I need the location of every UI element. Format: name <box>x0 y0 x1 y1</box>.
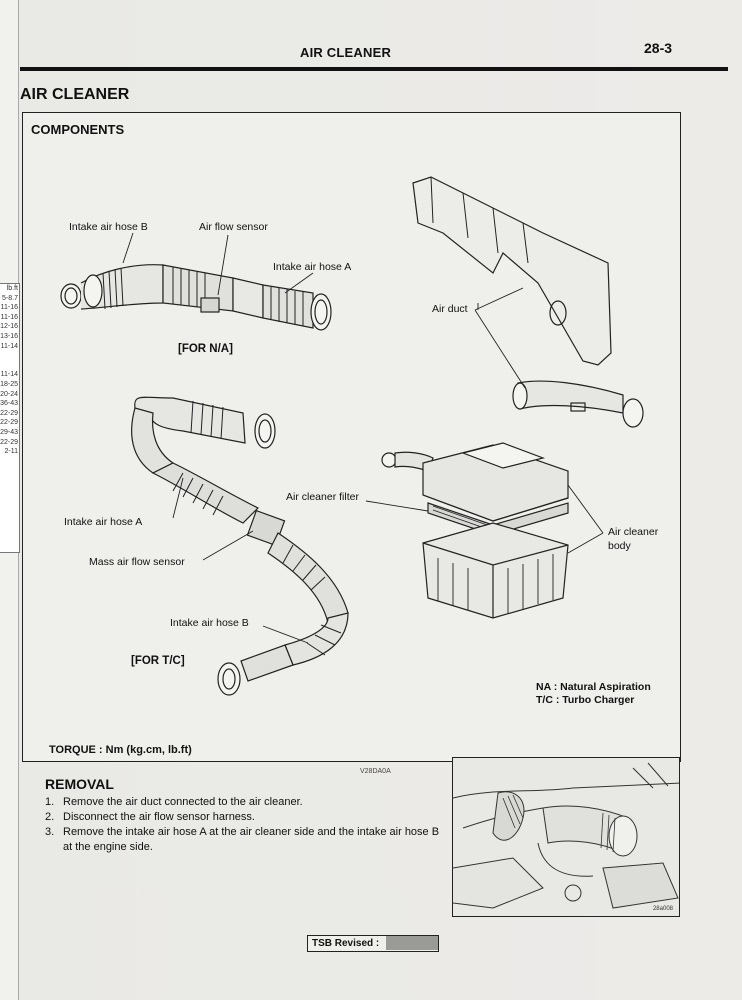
tab-strip-line: 2-11 <box>4 448 19 456</box>
photo-code: 28a008 <box>652 906 673 912</box>
removal-step: 1.Remove the air duct connected to the a… <box>45 796 303 808</box>
abbreviation-na: NA : Natural Aspiration <box>536 681 651 693</box>
tab-strip-line: 11-16 <box>0 304 18 312</box>
label-intake-hose-a-tc: Intake air hose A <box>64 516 143 528</box>
engine-bay-photo: 28a008 <box>452 757 680 917</box>
air-duct <box>412 176 644 428</box>
tsb-label: TSB Revised : <box>312 938 380 949</box>
removal-title: REMOVAL <box>45 776 114 792</box>
components-figure: COMPONENTS <box>22 112 681 762</box>
torque-note: TORQUE : Nm (kg.cm, lb.ft) <box>49 744 192 756</box>
tab-strip-line: 11-14 <box>0 342 18 350</box>
header-rule <box>20 67 728 71</box>
tab-strip-line: 12-16 <box>0 323 18 331</box>
label-air-cleaner-body: Air cleaner body <box>608 526 659 552</box>
tab-strip-line: 22-29 <box>0 438 18 446</box>
tab-strip-line: 22-29 <box>0 419 18 427</box>
leader-lines <box>122 232 604 644</box>
tab-strip-line <box>0 361 18 371</box>
label-air-flow-sensor: Air flow sensor <box>199 221 268 233</box>
label-intake-hose-b-tc: Intake air hose B <box>170 617 249 629</box>
section-title: AIR CLEANER <box>20 86 130 103</box>
tab-strip-line: 5-8.7 <box>2 294 18 302</box>
air-cleaner-exploded-diagram <box>60 176 644 696</box>
components-title: COMPONENTS <box>31 122 125 137</box>
na-hose-assembly <box>60 264 332 331</box>
tab-strip-line: 13-16 <box>0 332 18 340</box>
label-air-cleaner-filter: Air cleaner filter <box>286 491 359 503</box>
tsb-revised-fill <box>386 936 438 950</box>
label-for-tc: [FOR T/C] <box>131 655 185 667</box>
tab-strip-line: 11-14 <box>0 371 18 379</box>
label-mass-air-flow-sensor: Mass air flow sensor <box>89 556 185 568</box>
label-intake-hose-a-na: Intake air hose A <box>273 261 352 273</box>
label-air-duct: Air duct <box>432 303 468 315</box>
removal-steps: 1.Remove the air duct connected to the a… <box>45 795 445 855</box>
tab-strip-line: 18-25 <box>0 380 18 388</box>
engine-bay-illustration <box>453 762 679 909</box>
running-title: AIR CLEANER <box>300 45 392 60</box>
tab-strip-line: lb.ft <box>6 285 18 292</box>
tc-hose-assembly <box>131 396 349 696</box>
figure-code: V28DA0A <box>360 768 391 775</box>
tab-strip-line: 36-43 <box>0 400 18 408</box>
removal-step: 3.Remove the intake air hose A at the ai… <box>45 826 440 853</box>
tab-strip-line: 22-29 <box>0 409 18 417</box>
tab-strip-line <box>0 351 18 361</box>
page-number: 28-3 <box>644 40 673 56</box>
air-cleaner-assembly <box>381 442 569 619</box>
label-intake-hose-b-na: Intake air hose B <box>69 221 148 233</box>
tab-strip-line: 11-16 <box>0 313 18 321</box>
tab-strip-line: 29-43 <box>0 428 18 436</box>
label-for-na: [FOR N/A] <box>178 343 233 355</box>
removal-step: 2.Disconnect the air flow sensor harness… <box>45 811 255 823</box>
abbreviation-tc: T/C : Turbo Charger <box>536 694 635 706</box>
tab-strip-line: 20-24 <box>0 390 18 398</box>
